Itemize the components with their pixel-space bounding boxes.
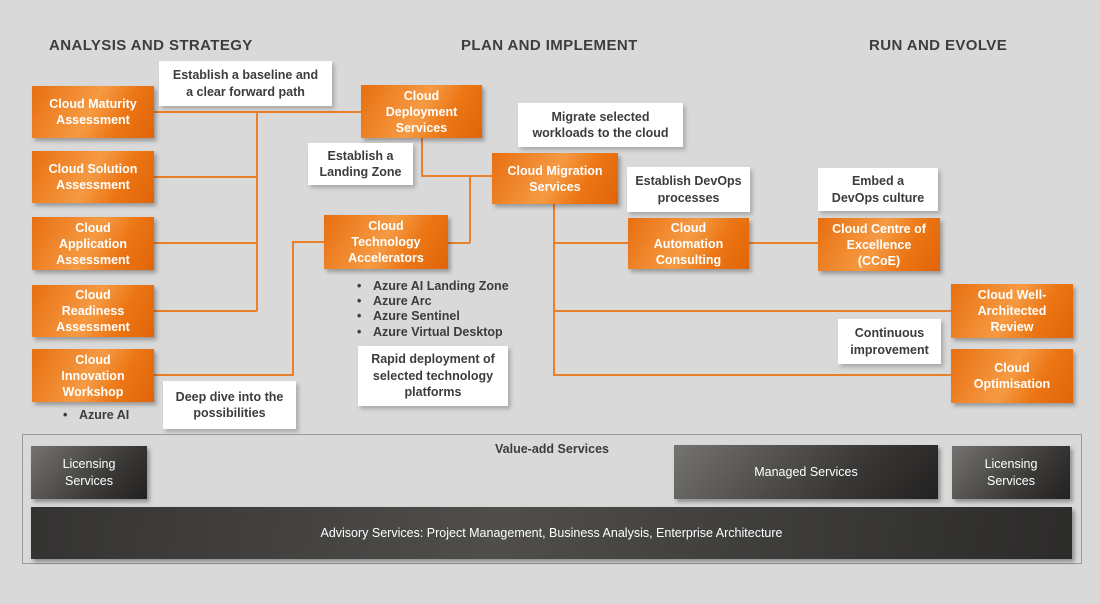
connector-line — [448, 242, 470, 244]
service-cloud-centre-of-excellence: Cloud Centre of Excellence (CCoE) — [818, 218, 940, 271]
note-continuous-improvement: Continuous improvement — [838, 319, 941, 364]
connector-line — [469, 175, 471, 243]
advisory-services-bar: Advisory Services: Project Management, B… — [31, 507, 1072, 559]
service-cloud-maturity-assessment: Cloud Maturity Assessment — [32, 86, 154, 138]
connector-line — [292, 241, 294, 375]
bullet-item: Azure Virtual Desktop — [352, 325, 509, 340]
note-establish-landing-zone: Establish a Landing Zone — [308, 143, 413, 185]
connector-line — [421, 175, 492, 177]
note-deep-dive: Deep dive into the possibilities — [163, 381, 296, 429]
connector-line — [749, 242, 818, 244]
service-cloud-application-assessment: Cloud Application Assessment — [32, 217, 154, 270]
connector-line — [553, 310, 951, 312]
bullet-item: Azure AI — [58, 408, 129, 423]
value-add-services-panel: Value-add Services Licensing Services Ma… — [22, 434, 1082, 564]
service-cloud-deployment-services: Cloud Deployment Services — [361, 85, 482, 138]
note-migrate-workloads: Migrate selected workloads to the cloud — [518, 103, 683, 147]
bullet-item: Azure AI Landing Zone — [352, 279, 509, 294]
service-cloud-innovation-workshop: Cloud Innovation Workshop — [32, 349, 154, 402]
licensing-services-left-box: Licensing Services — [31, 446, 147, 499]
connector-line — [292, 241, 324, 243]
connector-line — [154, 242, 257, 244]
connector-line — [154, 310, 257, 312]
connector-line — [553, 204, 555, 376]
bullet-item: Azure Arc — [352, 294, 509, 309]
connector-line — [154, 176, 257, 178]
service-cloud-optimisation: Cloud Optimisation — [951, 349, 1073, 403]
connector-line — [154, 111, 361, 113]
service-cloud-migration-services: Cloud Migration Services — [492, 153, 618, 204]
connector-line — [553, 242, 628, 244]
technology-accelerators-bullets: Azure AI Landing Zone Azure Arc Azure Se… — [352, 279, 509, 340]
phase-analysis-and-strategy: ANALYSIS AND STRATEGY — [49, 37, 253, 54]
phase-plan-and-implement: PLAN AND IMPLEMENT — [461, 37, 638, 54]
service-cloud-solution-assessment: Cloud Solution Assessment — [32, 151, 154, 203]
innovation-workshop-bullets: Azure AI — [58, 408, 129, 423]
connector-line — [421, 138, 423, 176]
service-cloud-readiness-assessment: Cloud Readiness Assessment — [32, 285, 154, 337]
phase-run-and-evolve: RUN AND EVOLVE — [869, 37, 1008, 54]
service-cloud-technology-accelerators: Cloud Technology Accelerators — [324, 215, 448, 269]
managed-services-box: Managed Services — [674, 445, 938, 499]
note-rapid-deployment: Rapid deployment of selected technology … — [358, 346, 508, 406]
connector-line — [256, 111, 258, 311]
connector-line — [154, 374, 294, 376]
note-embed-devops-culture: Embed a DevOps culture — [818, 168, 938, 211]
licensing-services-right-box: Licensing Services — [952, 446, 1070, 499]
service-cloud-well-architected-review: Cloud Well- Architected Review — [951, 284, 1073, 338]
service-cloud-automation-consulting: Cloud Automation Consulting — [628, 218, 749, 269]
bullet-item: Azure Sentinel — [352, 309, 509, 324]
value-add-services-title: Value-add Services — [495, 442, 609, 456]
connector-line — [553, 374, 951, 376]
note-establish-devops-processes: Establish DevOps processes — [627, 167, 750, 212]
note-establish-baseline: Establish a baseline and a clear forward… — [159, 61, 332, 106]
